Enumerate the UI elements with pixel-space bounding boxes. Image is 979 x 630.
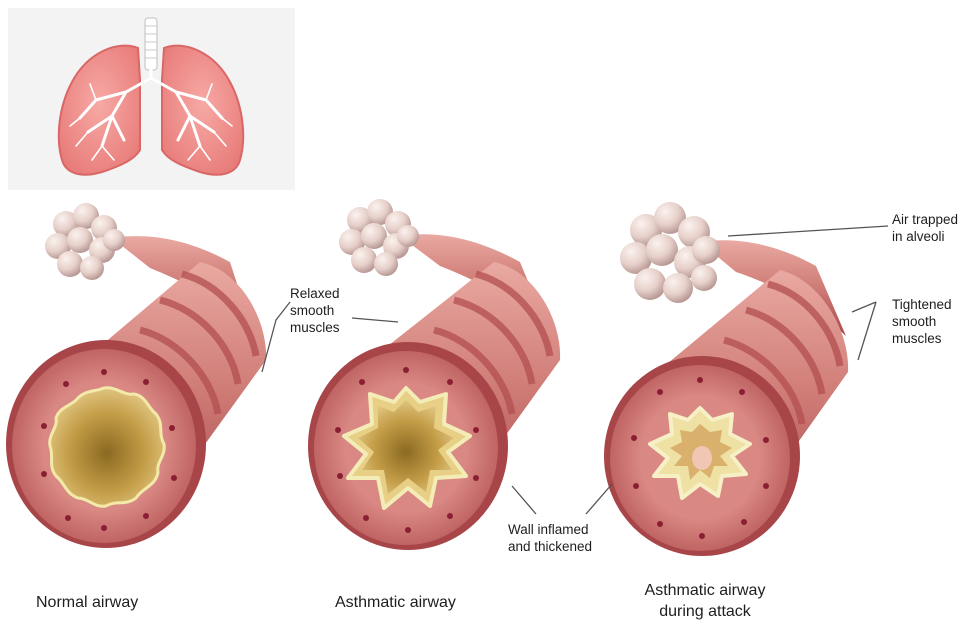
- attack-airway-illustration: [604, 202, 848, 556]
- caption-asthmatic-airway: Asthmatic airway: [335, 592, 456, 613]
- alveoli-cluster: [339, 199, 419, 276]
- label-air-trapped-in-alveoli: Air trapped in alveoli: [892, 211, 958, 245]
- alveoli-cluster: [45, 203, 125, 280]
- alveoli-cluster: [620, 202, 720, 303]
- label-wall-inflamed-thickened: Wall inflamed and thickened: [508, 521, 592, 555]
- caption-asthmatic-airway-during-attack: Asthmatic airway during attack: [610, 580, 800, 622]
- caption-normal-airway: Normal airway: [36, 592, 138, 613]
- label-tightened-smooth-muscles: Tightened smooth muscles: [892, 296, 952, 347]
- lungs-icon: [8, 8, 295, 190]
- normal-airway-illustration: [6, 203, 266, 548]
- label-relaxed-smooth-muscles: Relaxed smooth muscles: [290, 285, 340, 336]
